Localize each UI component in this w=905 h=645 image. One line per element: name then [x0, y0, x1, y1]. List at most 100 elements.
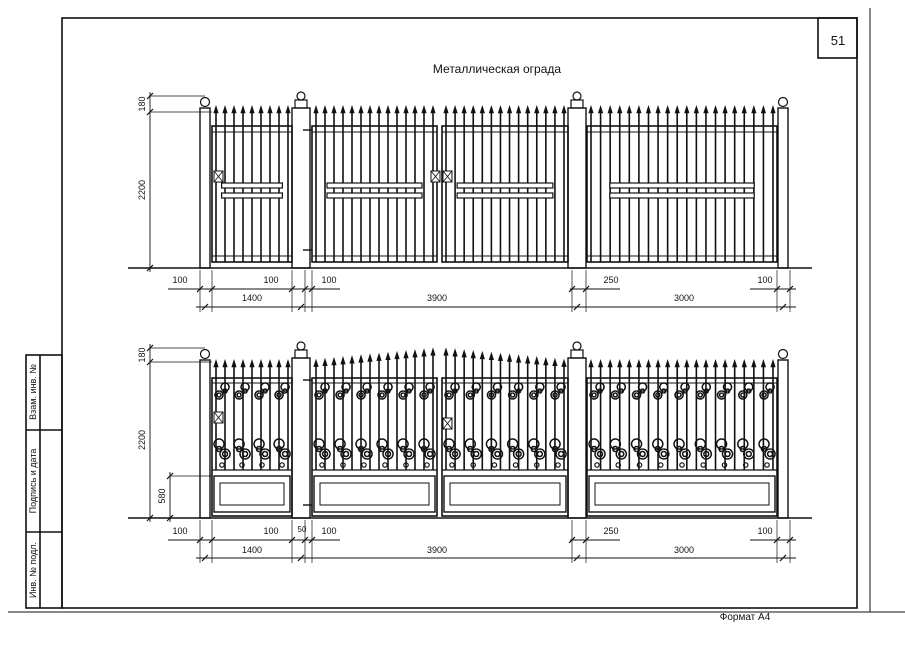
- fence-bar-tip: [693, 358, 699, 368]
- fence-bar-tip: [543, 356, 549, 366]
- plinth-panel: [443, 475, 567, 513]
- fence-bar-tip: [322, 357, 328, 367]
- plinth-panel: [213, 475, 291, 513]
- ornament-ring: [512, 462, 519, 468]
- dim-tick: [201, 303, 209, 311]
- ornament-ring: [361, 462, 367, 468]
- ornament-scroll-upper: [589, 390, 599, 400]
- fence-bar-tip: [340, 104, 346, 114]
- lock-box-cross: [442, 417, 453, 430]
- ornament-ring: [594, 462, 600, 468]
- fence-bar-tip: [258, 358, 264, 368]
- ornament-scroll-upper: [680, 382, 690, 394]
- fence-bar-tip: [385, 104, 391, 114]
- dim-tick: [573, 303, 581, 311]
- pillar-finial-ball: [572, 91, 582, 101]
- ornament-ring: [615, 462, 622, 468]
- stamp-label-original-inv: Инв. № подл.: [28, 542, 38, 598]
- dim-tick: [779, 303, 787, 311]
- ornament-ring: [491, 462, 498, 468]
- fence-bar-tip: [421, 348, 427, 357]
- ornament-ring: [764, 462, 770, 468]
- ornament-scroll-lower: [279, 448, 291, 460]
- fence-bar-tip: [674, 358, 680, 368]
- ornament-scroll-upper: [398, 390, 408, 400]
- fence-bar-tip: [403, 349, 409, 359]
- dim-top-row1: 100: [172, 275, 187, 285]
- dim-tick: [208, 285, 216, 293]
- pillar-finial-ball: [572, 341, 582, 351]
- fence-bar-tip: [665, 358, 671, 368]
- ornament-scroll-upper: [335, 390, 345, 400]
- fence-bar-tip: [376, 104, 382, 114]
- fence-bar-tip: [712, 358, 719, 368]
- fence-bar-tip: [267, 104, 273, 114]
- fence-bar-tip: [349, 355, 355, 364]
- dim-top-height-total: 2200: [137, 180, 147, 200]
- fence-bar-tip: [240, 358, 246, 368]
- ornament-scroll-upper: [419, 390, 429, 400]
- dim-top-height-cap: 180: [137, 96, 147, 111]
- ornament-scroll-upper: [631, 390, 642, 400]
- dim-tick: [201, 554, 209, 562]
- ornament-scroll-lower: [361, 448, 373, 460]
- panel-middle-rail: [456, 182, 554, 189]
- fence-bar-tip: [516, 354, 522, 363]
- fence-bar-tip: [561, 104, 567, 114]
- dim-tick: [146, 358, 154, 366]
- pillar: [567, 107, 587, 269]
- lock-box-cross: [442, 170, 453, 183]
- fence-bar-tip: [741, 104, 747, 114]
- fence-bar-tip: [358, 104, 364, 114]
- fence-bar-tip: [732, 358, 738, 368]
- ornament-ring: [219, 462, 225, 468]
- fence-bar-tip: [712, 104, 719, 114]
- ornament-scroll-lower: [534, 448, 546, 460]
- post-finial-ball: [199, 348, 211, 360]
- ornament-scroll-lower: [636, 448, 649, 460]
- fence-bar-tip: [322, 104, 328, 114]
- fence-bar-tip: [626, 358, 632, 368]
- fence-bar-tip: [367, 353, 373, 362]
- ornament-ring: [679, 462, 685, 468]
- dim-top-row1: 100: [321, 275, 336, 285]
- fence-bar-tip: [732, 104, 738, 114]
- ornament-scroll-upper: [535, 382, 545, 394]
- fence-bar-tip: [313, 358, 319, 367]
- dim-tick: [196, 536, 204, 544]
- dim-tick: [308, 536, 316, 544]
- fence-bar-tip: [770, 358, 776, 368]
- ornament-scroll-upper: [610, 390, 621, 400]
- sheet-frame: [8, 8, 905, 613]
- end-post: [199, 359, 211, 519]
- ornament-ring: [449, 462, 455, 468]
- pillar-cap: [294, 349, 308, 359]
- ornament-scroll-upper: [320, 382, 330, 394]
- fence-bar-tip: [506, 353, 513, 362]
- fence-bar-tip: [358, 354, 364, 363]
- ornament-scroll-upper: [377, 390, 387, 400]
- dim-tick: [779, 554, 787, 562]
- dim-tick: [146, 108, 154, 116]
- dim-tick: [568, 536, 576, 544]
- ornament-scroll-upper: [356, 390, 366, 400]
- plinth-panel: [588, 475, 776, 513]
- fence-bar-tip: [240, 104, 246, 114]
- fence-bar-tip: [461, 104, 467, 114]
- fence-bar-tip: [617, 358, 623, 368]
- dim-bottom-height-cap: 180: [137, 347, 147, 362]
- dim-tick: [146, 264, 154, 272]
- stamp-label-replaced-inv: Взам. инв. №: [28, 364, 38, 420]
- fence-bar-tip: [645, 358, 652, 368]
- ornament-scroll-upper: [556, 382, 566, 394]
- post-finial-ball: [199, 96, 211, 108]
- post-finial-ball: [777, 348, 789, 360]
- dim-tick: [288, 536, 296, 544]
- fence-bar-tip: [479, 104, 485, 114]
- ornament-scroll-upper: [492, 382, 503, 394]
- post-finial-ball: [777, 96, 789, 108]
- ornament-scroll-upper: [744, 382, 754, 394]
- dim-bottom-row2: 1400: [242, 545, 262, 555]
- ornament-scroll-lower: [555, 448, 567, 460]
